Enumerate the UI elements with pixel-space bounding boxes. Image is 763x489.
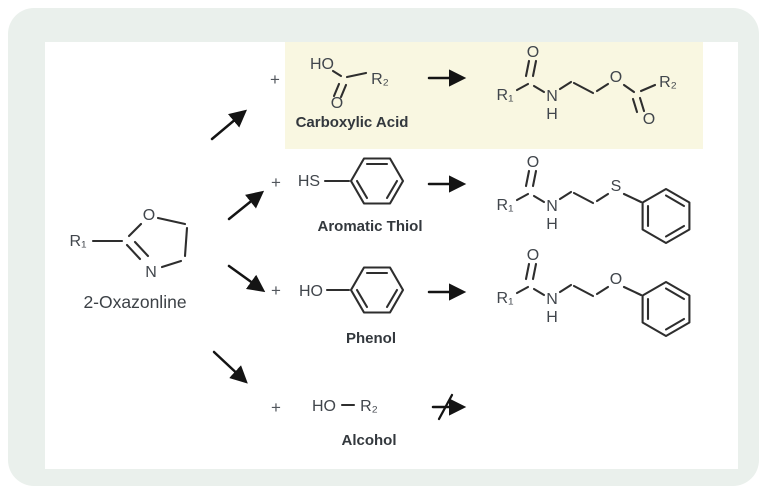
reagent-label: Phenol	[346, 330, 396, 347]
thioether-s-label: S	[611, 178, 622, 195]
ester-o-label: O	[610, 69, 622, 86]
benzene-ring	[349, 266, 405, 314]
bond	[345, 71, 368, 79]
carbonyl-double-bond	[332, 82, 341, 98]
reactant-structure: R₁ O N 2-Oxazonline	[70, 207, 189, 312]
bond	[127, 222, 143, 238]
aromatic-double-bond	[664, 224, 686, 238]
carbonyl-double-bond	[638, 96, 646, 113]
bond	[622, 83, 636, 94]
bond	[639, 83, 657, 93]
bond	[160, 259, 183, 269]
aromatic-double-bond	[664, 194, 686, 208]
branch-arrow	[227, 190, 265, 221]
reactant-name: 2-Oxazonline	[83, 292, 186, 312]
imine-double-bond	[133, 240, 150, 258]
r2-label: R₂	[371, 71, 389, 88]
plus-sign: +	[271, 173, 281, 192]
amide-fragment	[495, 245, 610, 328]
carbonyl-double-bond	[339, 83, 348, 99]
benzene-ring	[641, 280, 691, 338]
ho-label: HO	[310, 56, 334, 73]
aromatic-double-bond	[664, 287, 686, 301]
benzene-ring	[349, 157, 405, 205]
amide-fragment	[495, 42, 610, 125]
branch-arrow	[212, 350, 248, 384]
aromatic-double-bond	[355, 288, 369, 309]
reaction-row-alcohol: + HO R₂ Alcohol	[271, 393, 467, 449]
r2-label: R₂	[360, 398, 378, 415]
amide-fragment	[495, 152, 610, 235]
hs-label: HS	[298, 173, 320, 190]
reagent-label: Alcohol	[342, 432, 397, 449]
ether-o-label: O	[610, 271, 622, 288]
highlight-box	[285, 42, 703, 149]
reaction-row-aromatic-thiol: + HS Aromatic Thiol S	[271, 152, 691, 245]
aromatic-double-bond	[385, 288, 399, 309]
ring-o-label: O	[143, 207, 155, 224]
no-reaction-slash	[437, 393, 454, 421]
carbonyl-o-label: O	[643, 111, 655, 128]
reagent-label: Aromatic Thiol	[317, 218, 422, 235]
plus-sign: +	[270, 70, 280, 89]
aromatic-double-bond	[664, 317, 686, 331]
benzene-ring	[641, 187, 691, 245]
plus-sign: +	[271, 281, 281, 300]
reagent-label: Carboxylic Acid	[296, 114, 409, 131]
aromatic-double-bond	[385, 179, 399, 200]
imine-double-bond	[125, 243, 142, 261]
carbonyl-double-bond	[631, 97, 639, 114]
ring-n-label: N	[145, 264, 157, 281]
reaction-row-phenol: + HO Phenol O	[271, 245, 691, 347]
carbonyl-o-label: O	[331, 95, 343, 112]
plus-sign: +	[271, 398, 281, 417]
divergence-arrows	[210, 109, 266, 384]
bond	[331, 69, 343, 78]
branch-arrow	[227, 264, 266, 293]
ho-label: HO	[299, 283, 323, 300]
bond	[156, 216, 187, 226]
bond	[183, 226, 189, 258]
aromatic-double-bond	[355, 179, 369, 200]
r2-label: R₂	[659, 74, 677, 91]
ho-label: HO	[312, 398, 336, 415]
bond	[622, 192, 643, 204]
branch-arrow	[210, 109, 248, 141]
r1-label: R₁	[70, 233, 87, 250]
reaction-row-carboxylic-acid: + HO O R₂ Carboxylic Acid O O R₂	[270, 42, 677, 131]
bond	[622, 285, 643, 297]
